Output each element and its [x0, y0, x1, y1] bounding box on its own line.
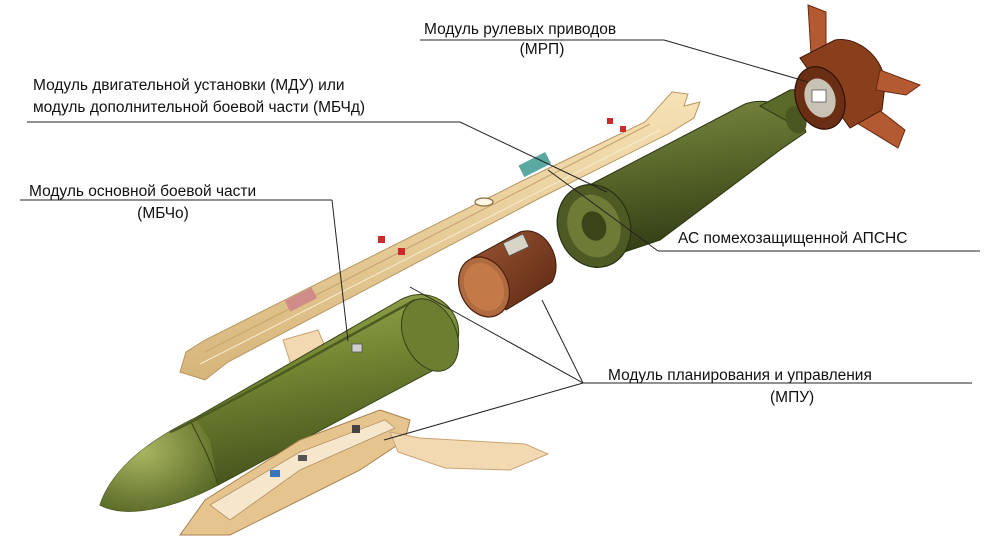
upper-wing — [179, 91, 701, 381]
label-mbcho-line1: Модуль основной боевой части — [29, 183, 257, 200]
label-mdu-line1: Модуль двигательной установки (МДУ) или — [33, 77, 345, 94]
label-mdu-line2: модуль дополнительной боевой части (МБЧд… — [33, 99, 366, 116]
label-mrp-line1: Модуль рулевых приводов — [424, 21, 617, 38]
main-warhead-module — [99, 294, 460, 512]
leader-lines — [20, 39, 980, 441]
label-mrp-line2: (МРП) — [519, 41, 565, 58]
rudder-actuator-module — [794, 4, 922, 149]
label-as-apsns: АС помехозащищенной АПСНС — [678, 230, 908, 247]
label-mbcho-line2: (МБЧо) — [137, 205, 189, 222]
brown-cylinder-module — [458, 230, 557, 318]
control-module-tray — [179, 409, 550, 536]
wing-hole — [474, 197, 494, 207]
lower-wing-right — [389, 431, 550, 471]
engine-module — [556, 89, 810, 268]
label-mpu-line2: (МПУ) — [770, 389, 815, 406]
wing-panel — [518, 151, 552, 178]
wing-panel-red — [284, 287, 317, 312]
label-mpu-line1: Модуль планирования и управления — [608, 367, 872, 384]
